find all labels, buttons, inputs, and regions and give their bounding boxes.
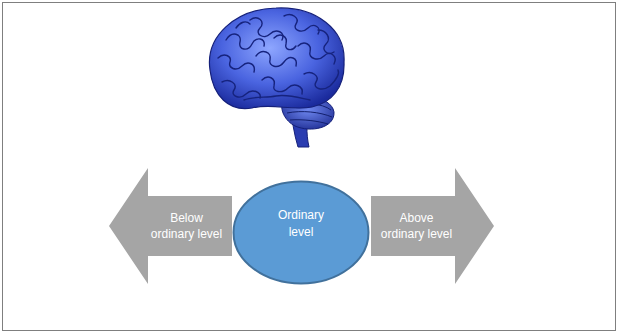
node-label: Above ordinary level bbox=[379, 210, 455, 242]
center-circle: Ordinary level bbox=[232, 180, 370, 285]
right-arrow: Above ordinary level bbox=[370, 167, 495, 285]
left-arrow: Below ordinary level bbox=[108, 167, 233, 285]
frame bbox=[3, 3, 616, 331]
circle-fill bbox=[234, 182, 369, 284]
arrow-fill bbox=[371, 168, 494, 284]
brain-illustration bbox=[209, 8, 344, 147]
left-arrow-outline bbox=[108, 167, 233, 285]
arrow-fill bbox=[109, 168, 232, 284]
right-arrow-outline bbox=[370, 167, 495, 285]
node-label: Ordinary level bbox=[270, 207, 332, 239]
node-label: Below ordinary level bbox=[149, 210, 225, 242]
